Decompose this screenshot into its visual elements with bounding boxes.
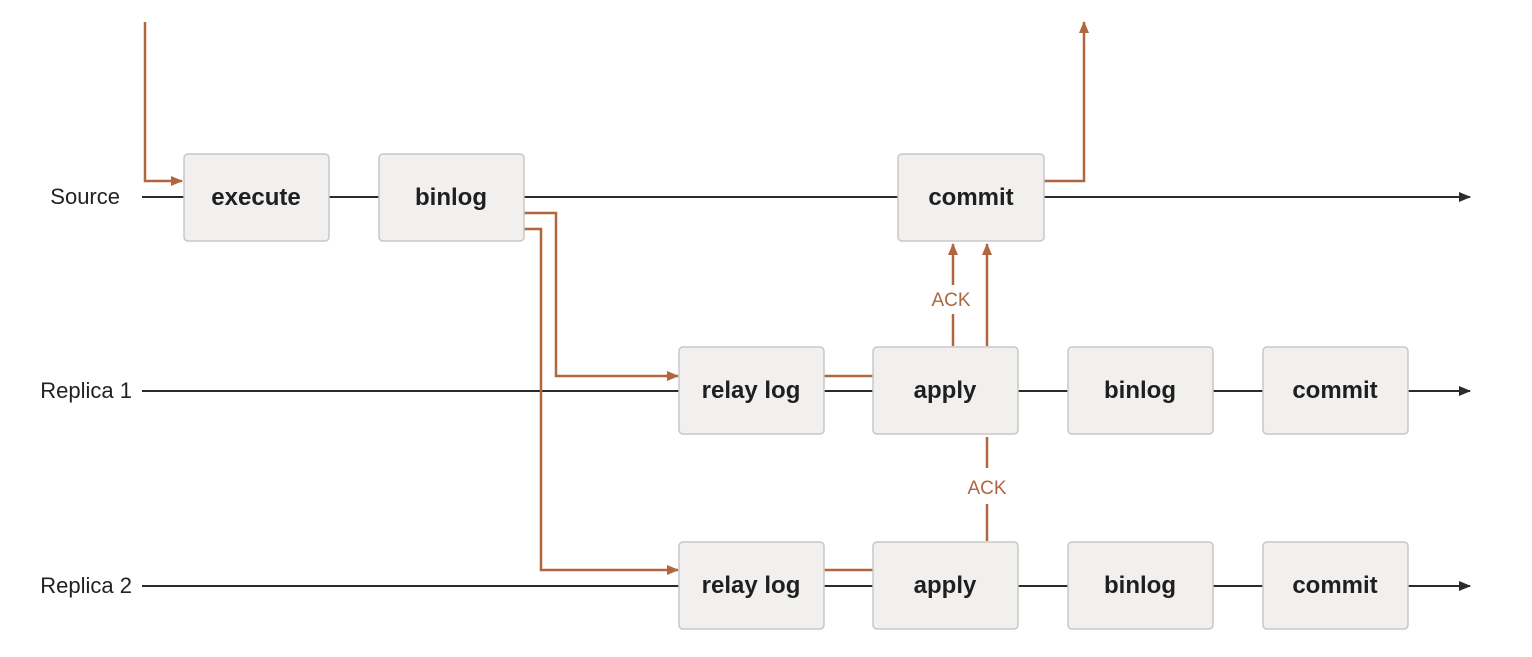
client-response-arrow	[1044, 21, 1089, 183]
replica1-binlog-box: binlog	[1067, 346, 1214, 435]
lane-label-replica1: Replica 1	[40, 378, 132, 403]
lane-label-replica2: Replica 2	[40, 573, 132, 598]
replica2-commit-label: commit	[1292, 572, 1377, 599]
source-binlog-label: binlog	[415, 184, 487, 211]
replica2-binlog-label: binlog	[1104, 572, 1176, 599]
replica2-relay-log-box: relay log	[678, 541, 825, 630]
replica1-relay-log-label: relay log	[702, 377, 801, 404]
ack-label-replica2: ACK	[967, 478, 1006, 499]
replica2-relay-log-label: relay log	[702, 572, 801, 599]
replica2-binlog-box: binlog	[1067, 541, 1214, 630]
replica2-apply-box: apply	[872, 541, 1019, 630]
binlog-to-replica2-arrow	[524, 227, 679, 575]
client-request-arrow	[143, 22, 183, 186]
replica2-commit-box: commit	[1262, 541, 1409, 630]
replica2-apply-label: apply	[914, 572, 977, 599]
replica1-relay-log-box: relay log	[678, 346, 825, 435]
replica1-binlog-label: binlog	[1104, 377, 1176, 404]
source-binlog-box: binlog	[378, 153, 525, 242]
replica1-commit-label: commit	[1292, 377, 1377, 404]
replica1-apply-box: apply	[872, 346, 1019, 435]
lane-label-source: Source	[50, 184, 120, 209]
source-execute-box: execute	[183, 153, 330, 242]
source-commit-label: commit	[928, 184, 1013, 211]
source-execute-label: execute	[211, 184, 300, 211]
source-commit-box: commit	[897, 153, 1045, 242]
replica1-apply-label: apply	[914, 377, 977, 404]
ack-label-replica1: ACK	[931, 290, 970, 311]
binlog-to-replica1-arrow	[524, 211, 679, 381]
replica1-commit-box: commit	[1262, 346, 1409, 435]
